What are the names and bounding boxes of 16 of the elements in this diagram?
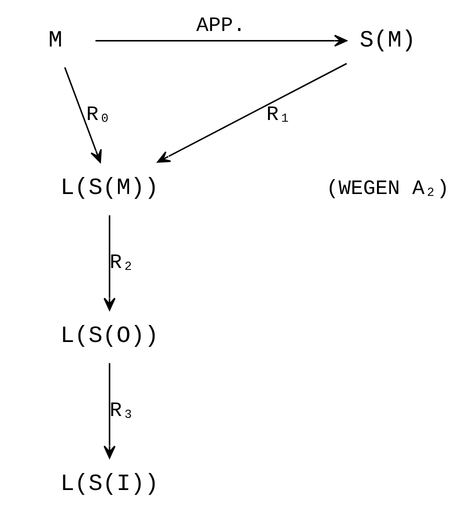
node-text: L(S(M))	[60, 176, 158, 202]
arrow	[103, 363, 116, 459]
arrow	[64, 67, 102, 163]
edge-label: APP.	[196, 14, 245, 38]
edge-label: R₀	[86, 104, 110, 128]
node-text: M	[48, 28, 62, 54]
arrow	[156, 62, 346, 163]
label: (WEGEN A₂)	[326, 178, 449, 201]
node-text: L(S(I))	[60, 472, 158, 498]
node-text: L(S(O))	[60, 324, 158, 350]
edge-label: R₃	[109, 400, 134, 423]
arrow	[94, 34, 347, 47]
node-text: S(M)	[359, 28, 416, 54]
edge-label: R₁	[266, 104, 290, 128]
arrow	[103, 215, 116, 311]
edge-label: R₂	[109, 252, 134, 275]
